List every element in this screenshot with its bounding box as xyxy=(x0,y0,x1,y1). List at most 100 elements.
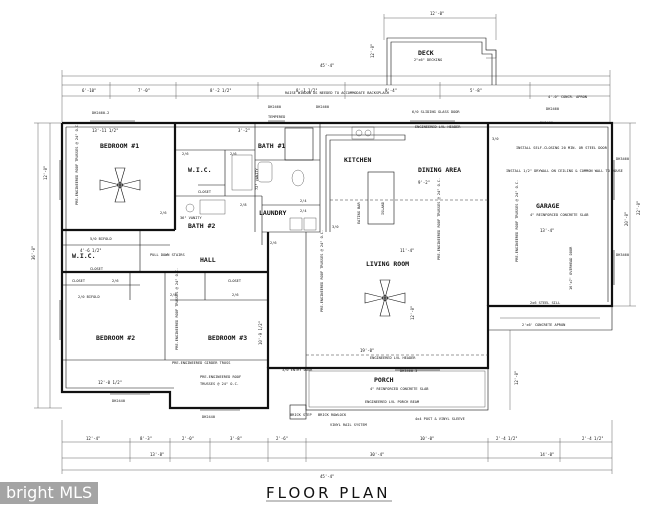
windows xyxy=(59,120,615,411)
window-tag-3: DH2460 xyxy=(316,105,329,109)
dim-kitchen-width: 11'-4" xyxy=(400,248,414,253)
note-backsplash: RAISE WINDOW AS NEEDED TO ACCOMMODATE BA… xyxy=(285,91,389,95)
room-label-porch: PORCH xyxy=(374,376,394,384)
dim-bottom-11: 2'-4 1/2" xyxy=(582,436,604,441)
room-label-bedroom2: BEDROOM #2 xyxy=(96,334,135,342)
dim-top-6: 5'-8" xyxy=(470,88,482,93)
dim-porch-depth: 12'-0" xyxy=(514,371,519,385)
note-stoop: BRICK STEP xyxy=(290,413,312,417)
window-tag-1: DH2460-2 xyxy=(92,111,109,115)
dim-top-4: 8'-1 1/2" xyxy=(296,88,318,93)
note-post: 4x4 POST & VINYL SLEEVE xyxy=(415,417,465,421)
exterior-walls xyxy=(60,121,614,410)
note-truss-bed2: PRE-ENGINEERED ROOF TRUSSES @ 24" O.C. xyxy=(175,268,179,350)
bath-fixtures xyxy=(185,154,305,215)
door-tag-4: 2/6 xyxy=(160,211,167,215)
note-vanity1: 36" VANITY xyxy=(180,216,202,220)
door-tag-7: 2/4 xyxy=(300,199,307,203)
dim-right-overall: 22'-0" xyxy=(636,201,641,215)
watermark-logo: bright MLS xyxy=(0,482,99,504)
note-truss-kitchen: PRE-ENGINEERED ROOF TRUSSES @ 24" O.C. xyxy=(437,178,441,260)
note-truss-bed3: PRE-ENGINEERED ROOF xyxy=(200,375,241,379)
room-label-laundry: LAUNDRY xyxy=(259,209,286,217)
dim-bottom-7: 30'-4" xyxy=(370,452,384,457)
note-truss-garage: PRE-ENGINEERED ROOF TRUSSES @ 24" O.C. xyxy=(515,180,519,262)
dim-bottom-4: 3'-8" xyxy=(230,436,242,441)
ceiling-fan-icon xyxy=(99,167,141,203)
window-tag-4: DH3460 xyxy=(616,157,629,161)
deck-label: DECK xyxy=(418,49,434,57)
note-stairs: PULL DOWN STAIRS xyxy=(150,253,185,257)
dim-bottom-5: 2'-6" xyxy=(276,436,288,441)
room-label-bedroom3: BEDROOM #3 xyxy=(208,334,247,342)
dim-bed3-height: 10'-9 1/2" xyxy=(258,321,263,345)
ceiling-fan-icon xyxy=(364,279,406,317)
note-header-living: ENGINEERED LVL HEADER xyxy=(370,356,416,360)
garage-apron xyxy=(487,305,613,331)
window-tag-9: DH3460 xyxy=(540,121,553,125)
door-tag-11: 3/0 xyxy=(492,137,499,141)
note-vinyl: VINYL RAIL SYSTEM xyxy=(330,423,368,427)
note-sill: 2x6 STEEL SILL xyxy=(530,301,560,305)
door-tag-1: 2/6 xyxy=(182,152,189,156)
note-header: ENGINEERED LVL HEADER xyxy=(415,125,461,129)
closet-label-3: CLOSET xyxy=(72,279,86,283)
dim-living-width: 19'-0" xyxy=(360,348,374,353)
room-label-garage: GARAGE xyxy=(536,202,560,210)
dim-bed2-width: 12'-0 1/2" xyxy=(98,380,122,385)
dim-living-height: 12'-0" xyxy=(410,306,415,320)
note-garage-door: 16'x7' OVERHEAD DOOR xyxy=(569,246,573,290)
dim-bath1: 3'-2" xyxy=(238,128,250,133)
note-slider: 6/0 SLIDING GLASS DOOR xyxy=(412,110,460,114)
dim-garage-width: 13'-4" xyxy=(540,228,554,233)
note-eating-bar: EATING BAR xyxy=(357,202,361,224)
drawing-title: FLOOR PLAN xyxy=(266,484,390,502)
dim-bottom-6: 13'-8" xyxy=(150,452,164,457)
watermark-brand: bright xyxy=(6,483,54,502)
window-tag-6: DH3460-3 xyxy=(400,369,417,373)
room-label-bath2: BATH #2 xyxy=(188,222,215,230)
side-dimension-lines xyxy=(34,122,636,410)
door-tag-9: 2/6 xyxy=(232,293,239,297)
dim-top-1: 6'-10" xyxy=(82,88,96,93)
dim-top-2: 7'-0" xyxy=(138,88,150,93)
window-tag-5: DH3460 xyxy=(616,253,629,257)
dim-top-overall: 45'-4" xyxy=(320,63,334,68)
dim-garage-height: 20'-0" xyxy=(624,212,629,226)
top-dimension-lines xyxy=(61,14,611,122)
note-garage-apron: 2'x6' CONCRETE APRON xyxy=(522,323,565,327)
dim-bottom-8: 10'-0" xyxy=(420,436,434,441)
dim-bed1-width: 13'-11 1/2" xyxy=(92,128,119,133)
room-label-kitchen: KITCHEN xyxy=(344,156,371,164)
note-truss-bed3b: TRUSSES @ 24" O.C. xyxy=(200,382,239,386)
door-tag-5: 3/0 xyxy=(332,225,339,229)
room-label-wic2: W.I.C. xyxy=(72,252,95,260)
door-tag-2: 2/6 xyxy=(230,152,237,156)
dim-bottom-overall: 45'-4" xyxy=(320,474,334,479)
dim-bottom-1: 12'-4" xyxy=(86,436,100,441)
note-truss-bed1: PRE-ENGINEERED ROOF TRUSSES @ 24" O.C. xyxy=(75,123,79,205)
window-tag-2: DH2460 xyxy=(268,105,281,109)
door-tag-14: 2/6 xyxy=(112,279,119,283)
room-label-hall: HALL xyxy=(200,256,216,264)
dim-bottom-9: 14'-0" xyxy=(540,452,554,457)
note-brick: BRICK ROWLOCK xyxy=(318,413,347,417)
dim-left-overall: 36'-0" xyxy=(31,246,36,260)
window-tag-10: DH2460 xyxy=(546,107,559,111)
dim-top-3: 8'-2 1/2" xyxy=(210,88,232,93)
note-drywall: INSTALL 1/2" DRYWALL ON CEILING & COMMON… xyxy=(506,169,623,173)
room-label-wic1: W.I.C. xyxy=(188,166,211,174)
deck-note: 2"x6" DECKING xyxy=(414,58,442,62)
note-truss-living: PRE-ENGINEERED ROOF TRUSSES @ 24" O.C. xyxy=(320,230,324,312)
dim-deck-width: 12'-0" xyxy=(430,11,444,16)
dim-bottom-2: 8'-3" xyxy=(140,436,152,441)
room-label-dining: DINING AREA xyxy=(418,166,461,174)
closet-label-4: CLOSET xyxy=(228,279,242,283)
window-tag-8: DH2440 xyxy=(202,415,215,419)
door-tag-6: 2/6 xyxy=(270,241,277,245)
door-tag-12: 5/0 BIFOLD xyxy=(90,237,112,241)
dim-dining-width: 9'-2" xyxy=(418,180,430,185)
note-entry: 3/0 ENTRY DOOR xyxy=(282,368,313,372)
note-porch-slab: 4" REINFORCED CONCRETE SLAB xyxy=(370,387,428,391)
